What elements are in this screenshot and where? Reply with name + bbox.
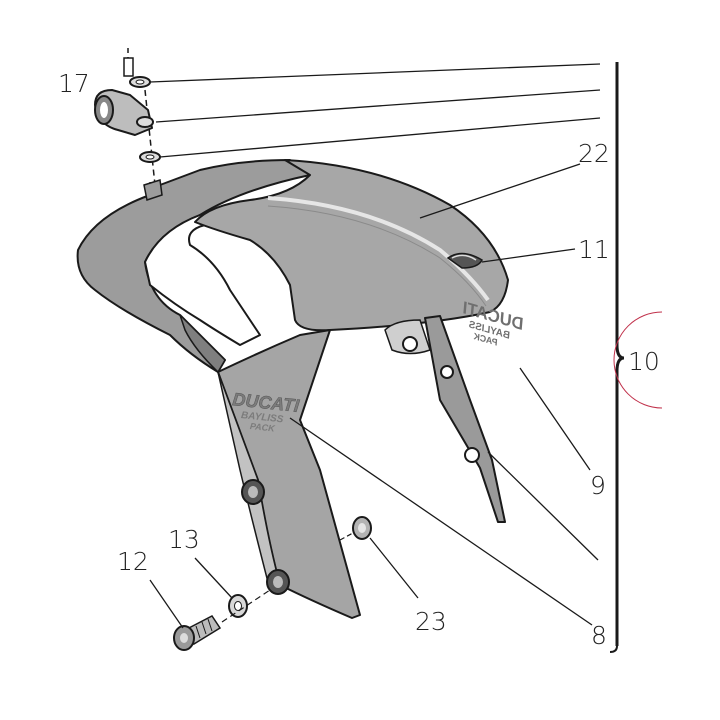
callout-10: 10 bbox=[628, 347, 660, 376]
decal-main-line3: PACK bbox=[249, 421, 276, 434]
callout-8: 8 bbox=[591, 621, 607, 650]
fender-body bbox=[76, 159, 509, 619]
callout-9: 9 bbox=[590, 471, 606, 500]
callout-22: 22 bbox=[578, 139, 610, 168]
decal-main-line2: BAYLISS bbox=[240, 410, 284, 425]
clamp-assembly bbox=[94, 48, 163, 201]
callout-11: 11 bbox=[578, 235, 610, 264]
fender-grommets bbox=[241, 479, 290, 595]
washer bbox=[228, 594, 248, 618]
callout-12: 12 bbox=[117, 547, 149, 576]
screw bbox=[173, 615, 222, 651]
leader-lines bbox=[149, 63, 601, 629]
callout-13: 13 bbox=[168, 525, 200, 554]
group-bracket bbox=[609, 62, 625, 653]
callout-17: 17 bbox=[58, 69, 90, 98]
callout-23: 23 bbox=[415, 607, 447, 636]
ducati-badge bbox=[446, 252, 483, 269]
spacer bbox=[339, 516, 372, 541]
highlight-circle bbox=[613, 311, 663, 409]
decal-side: DUCATI BAYLISS PACK bbox=[459, 298, 526, 348]
callout-labels: 17 22 11 10 9 8 12 13 23 bbox=[58, 69, 660, 650]
